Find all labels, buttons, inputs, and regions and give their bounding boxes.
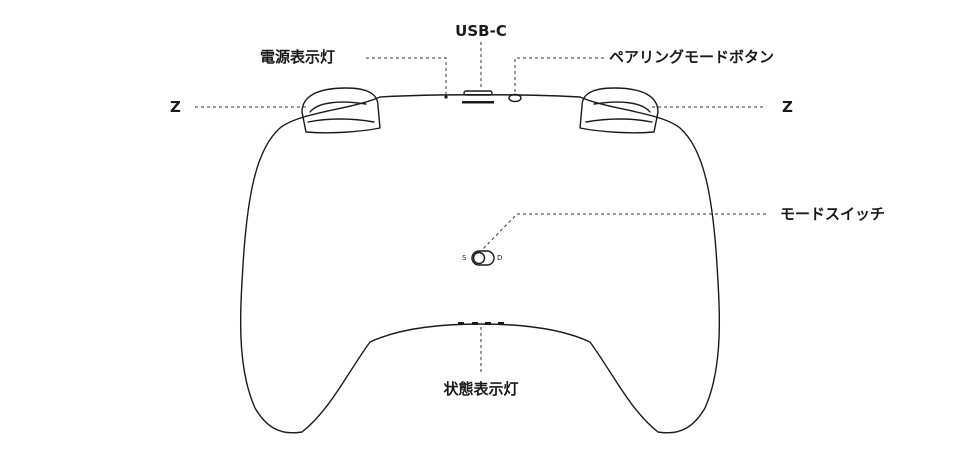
power-led-icon [444, 95, 448, 99]
port-marking-icon [462, 101, 494, 104]
leader-power-led [366, 57, 447, 94]
label-usb-c: USB-C [455, 22, 507, 40]
leader-pairing-button [514, 57, 604, 94]
label-z-right: Z [782, 98, 793, 116]
label-z-left: Z [170, 98, 181, 116]
leader-mode-switch [479, 213, 766, 253]
label-pairing-button: ペアリングモードボタン [609, 48, 775, 66]
status-led-2 [472, 322, 478, 325]
status-led-3 [485, 322, 491, 325]
label-status-led: 状態表示灯 [443, 380, 519, 398]
label-power-led: 電源表示灯 [260, 48, 336, 66]
switch-mark-d: D [497, 254, 503, 262]
usb-c-port [463, 90, 493, 96]
pairing-mode-button [508, 93, 522, 103]
mode-switch-knob [472, 251, 486, 265]
status-led-4 [498, 322, 504, 325]
left-z-trigger-inner [307, 101, 375, 123]
switch-mark-s: S [462, 254, 467, 262]
controller-body [239, 94, 721, 434]
right-z-trigger [579, 87, 659, 134]
left-z-trigger [301, 87, 381, 134]
right-z-trigger-inner [585, 101, 653, 123]
mode-switch-body [471, 250, 495, 266]
status-led-1 [458, 322, 464, 325]
label-mode-switch: モードスイッチ [780, 205, 886, 223]
